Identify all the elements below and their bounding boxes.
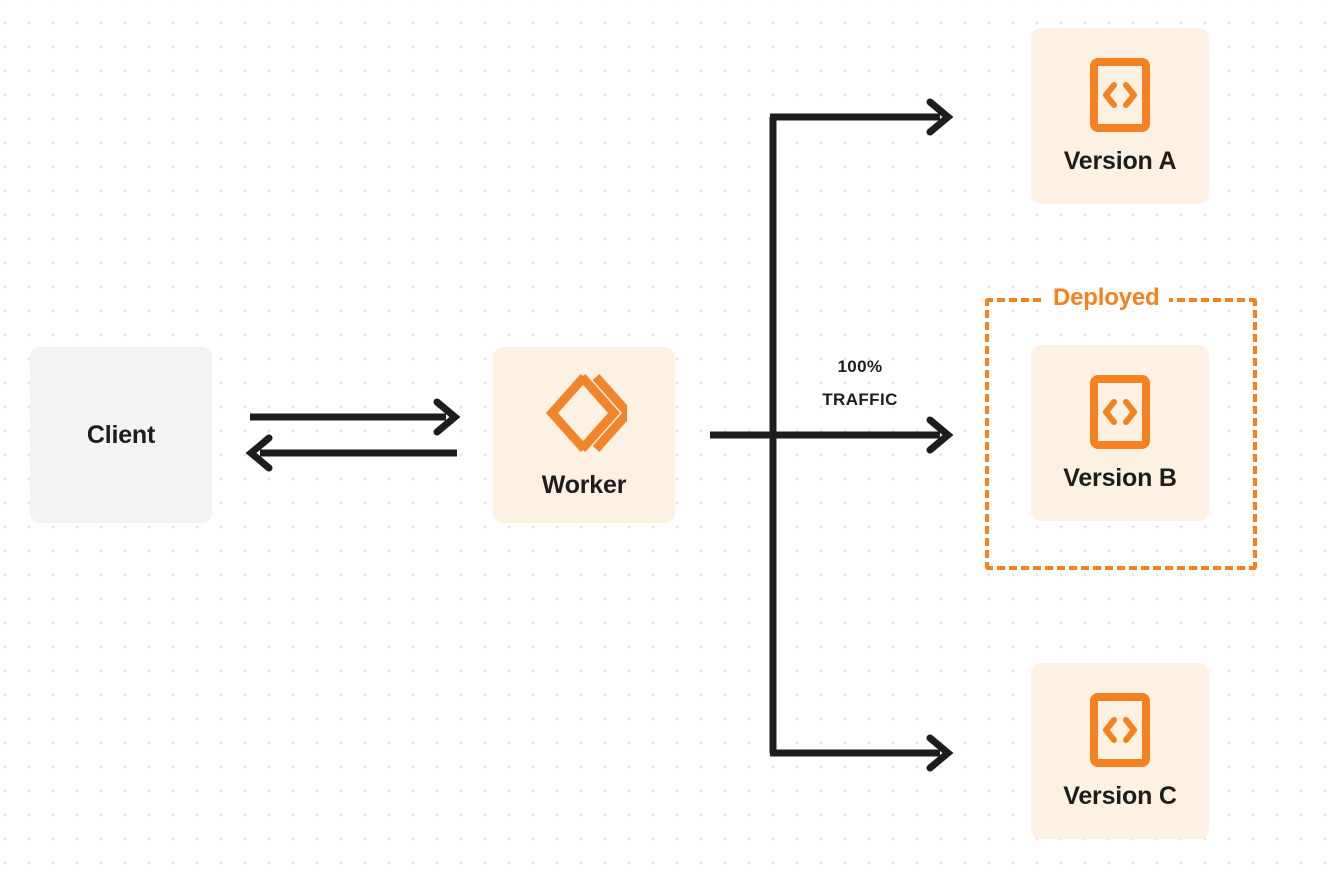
code-file-icon [1089,692,1151,768]
node-version-c[interactable]: Version C [1031,663,1209,839]
node-version-b-label: Version B [1063,463,1177,492]
node-client-label: Client [86,420,156,449]
traffic-label: 100% TRAFFIC [790,350,930,416]
node-worker[interactable]: Worker [493,347,675,523]
deployed-group-label: Deployed [1043,285,1170,311]
node-version-a-label: Version A [1063,146,1177,175]
connector-client-to-worker [250,398,461,436]
arrow-right-icon [926,734,954,772]
cloudflare-workers-logo-icon [541,371,627,455]
code-file-icon [1089,374,1151,450]
node-client[interactable]: Client [30,347,212,523]
arrow-left-icon [245,434,273,472]
node-worker-label: Worker [541,470,627,499]
traffic-percent: 100% [837,357,883,376]
code-file-icon [1089,57,1151,133]
arrow-right-icon [926,416,954,454]
node-version-c-label: Version C [1063,781,1177,810]
traffic-unit: TRAFFIC [822,390,898,409]
connector-worker-to-client [245,434,457,472]
arrow-right-icon [926,98,954,136]
connector-worker-to-version-c [770,734,954,772]
arrow-right-icon [433,398,461,436]
connector-worker-to-version-b [710,416,954,454]
node-version-a[interactable]: Version A [1031,28,1209,204]
connector-worker-to-version-a [770,98,954,136]
node-version-b[interactable]: Version B [1031,345,1209,521]
